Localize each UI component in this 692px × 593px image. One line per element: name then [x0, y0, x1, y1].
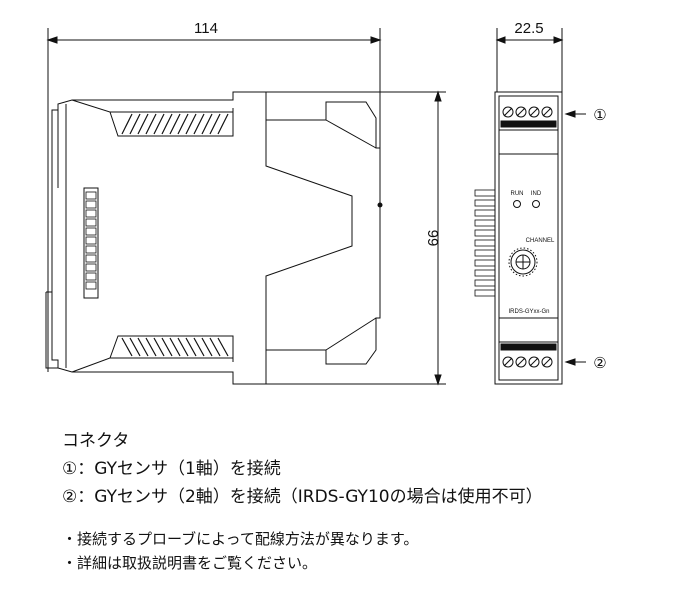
dim-width-front: 22.5	[514, 20, 543, 37]
side-view: 114	[45, 20, 446, 386]
callout-top: ①	[593, 107, 606, 124]
dimension-drawing: 114	[45, 20, 607, 386]
led-run-indicator	[513, 200, 521, 208]
wiring-note: ・接続するプローブによって配線方法が異なります。	[62, 530, 419, 548]
dim-width-side: 114	[194, 20, 218, 37]
connector-2-note: ②：GYセンサ（2軸）を接続（IRDS-GY10の場合は使用不可）	[62, 487, 543, 507]
led-run-label: RUN	[511, 191, 524, 197]
connector-1-note: ①：GYセンサ（1軸）を接続	[62, 459, 281, 479]
notes-heading: コネクタ	[62, 431, 130, 451]
channel-rotary-switch	[508, 247, 538, 277]
led-ind-indicator	[532, 200, 540, 208]
front-view: 22.5 RUN IND CHANNEL IRDS-GYxx-Gn	[474, 20, 607, 385]
dim-height: 99	[424, 230, 441, 247]
manual-note: ・詳細は取扱説明書をご覧ください。	[62, 554, 318, 572]
channel-label: CHANNEL	[526, 238, 555, 244]
led-ind-label: IND	[531, 191, 542, 197]
model-label: IRDS-GYxx-Gn	[508, 309, 549, 315]
callout-bottom: ②	[593, 355, 606, 372]
